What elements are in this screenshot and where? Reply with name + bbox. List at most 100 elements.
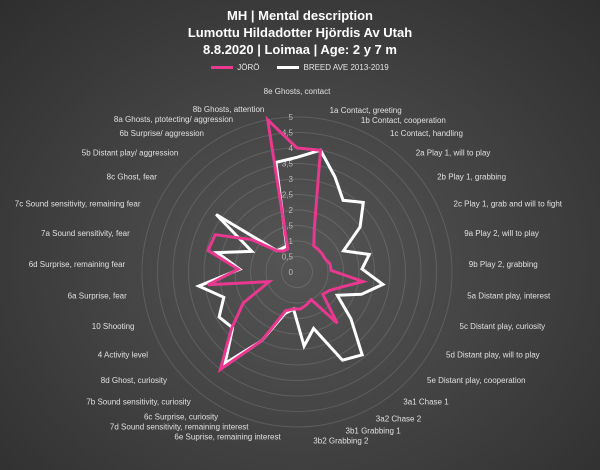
data-point — [251, 239, 253, 241]
category-label: 8e Ghosts, contact — [264, 87, 331, 96]
data-point — [329, 263, 331, 265]
grid-ring — [188, 163, 406, 381]
tick-label: 1,5 — [282, 222, 294, 231]
data-point — [330, 269, 332, 271]
category-label: 3b2 Grabbing 2 — [313, 436, 369, 445]
grid-ring — [203, 178, 391, 366]
category-label: 5c Distant play, curiosity — [460, 322, 546, 331]
category-label: 7b Sound sensitivity, curiosity — [86, 398, 190, 407]
data-point — [361, 268, 363, 270]
grid-ring — [172, 147, 422, 397]
data-point — [268, 281, 270, 283]
grid-ring — [234, 209, 360, 335]
chart-title-line-2: Lumottu Hildadotter Hjördis Av Utah — [187, 25, 413, 40]
chart-title-line-1: MH | Mental description — [227, 8, 373, 23]
data-point — [340, 286, 342, 288]
grid-ring — [265, 240, 329, 304]
data-point — [216, 252, 218, 254]
tick-label: 0,5 — [282, 253, 294, 262]
legend-label: BREED AVE 2013-2019 — [303, 63, 389, 72]
data-point — [214, 234, 216, 236]
tick-label: 1 — [289, 237, 294, 246]
grid-ring — [281, 256, 313, 288]
grid-ring — [141, 116, 453, 428]
category-label: 1c Contact, handling — [390, 129, 463, 138]
category-label: 6b Surprise/ aggression — [120, 129, 205, 138]
category-label: 3b1 Grabbing 1 — [346, 426, 402, 435]
legend-swatch — [277, 66, 300, 69]
data-point — [313, 328, 315, 330]
data-point — [342, 199, 344, 201]
tick-label: 2,5 — [282, 191, 294, 200]
category-label: 1b Contact, cooperation — [361, 116, 446, 125]
category-label: 5d Distant play, will to play — [446, 351, 540, 360]
data-point — [336, 322, 338, 324]
data-point — [283, 250, 285, 252]
data-point — [224, 362, 226, 364]
tick-label: 4,5 — [282, 129, 294, 138]
data-point — [362, 201, 364, 203]
data-point — [230, 328, 232, 330]
data-point — [223, 296, 225, 298]
series-line — [206, 115, 369, 374]
data-point — [362, 280, 364, 282]
data-point — [321, 253, 323, 255]
data-point — [313, 245, 315, 247]
data-point — [306, 304, 308, 306]
data-point — [317, 249, 319, 251]
data-point — [237, 268, 239, 270]
data-point — [343, 250, 345, 252]
category-label: 6e Suprise, remaining interest — [174, 432, 281, 441]
data-point — [281, 248, 283, 250]
category-label: 9b Play 2, grabbing — [469, 260, 538, 269]
category-label: 7c Sound sensitivity, remaining fear — [15, 200, 141, 209]
tick-label: 3 — [289, 175, 294, 184]
data-point — [368, 253, 370, 255]
chart-title-line-3: 8.8.2020 | Loimaa | Age: 2 y 7 m — [203, 42, 397, 57]
data-point — [218, 316, 220, 318]
data-point — [303, 345, 305, 347]
category-label: 5e Distant play, cooperation — [427, 376, 526, 385]
category-label: 7a Sound sensitivity, fear — [41, 229, 130, 238]
data-point — [285, 310, 287, 312]
data-point — [328, 290, 330, 292]
legend: JÖRÖ BREED AVE 2013-2019 — [0, 63, 600, 72]
data-point — [292, 308, 294, 310]
tick-label: 2 — [289, 206, 294, 215]
data-point — [296, 147, 298, 149]
category-label: 3a1 Chase 1 — [403, 398, 449, 407]
tick-label: 5 — [289, 113, 294, 122]
legend-swatch — [211, 66, 234, 69]
category-label: 2c Play 1, grab and will to fight — [454, 200, 563, 209]
legend-item-joro: JÖRÖ — [211, 63, 259, 72]
category-label: 1a Contact, greeting — [330, 106, 402, 115]
category-label: 9a Play 2, will to play — [464, 229, 539, 238]
data-point — [267, 119, 269, 121]
tick-label: 3,5 — [282, 160, 294, 169]
category-label: 8a Ghosts, ptotecting/ aggression — [114, 115, 233, 124]
data-point — [359, 226, 361, 228]
data-point — [310, 299, 312, 301]
data-point — [313, 228, 315, 230]
category-label: 6a Surprise, fear — [68, 292, 127, 301]
data-point — [251, 250, 253, 252]
legend-label: JÖRÖ — [237, 63, 260, 72]
data-point — [300, 308, 302, 310]
category-label: 3a2 Chase 2 — [376, 415, 422, 424]
category-label: 2a Play 1, will to play — [416, 149, 491, 158]
category-label: 8c Ghost, fear — [107, 172, 158, 181]
category-label: 6d Surprise, remaining fear — [29, 260, 126, 269]
data-point — [324, 258, 326, 260]
data-point — [382, 283, 384, 285]
data-point — [319, 149, 321, 151]
data-point — [198, 285, 200, 287]
data-point — [334, 176, 336, 178]
data-point — [207, 249, 209, 251]
data-point — [215, 213, 217, 215]
data-point — [207, 284, 209, 286]
category-label: 8d Ghost, curiosity — [101, 376, 167, 385]
category-label: 6c Surprise, curiosity — [144, 412, 218, 421]
series-line — [194, 148, 386, 367]
